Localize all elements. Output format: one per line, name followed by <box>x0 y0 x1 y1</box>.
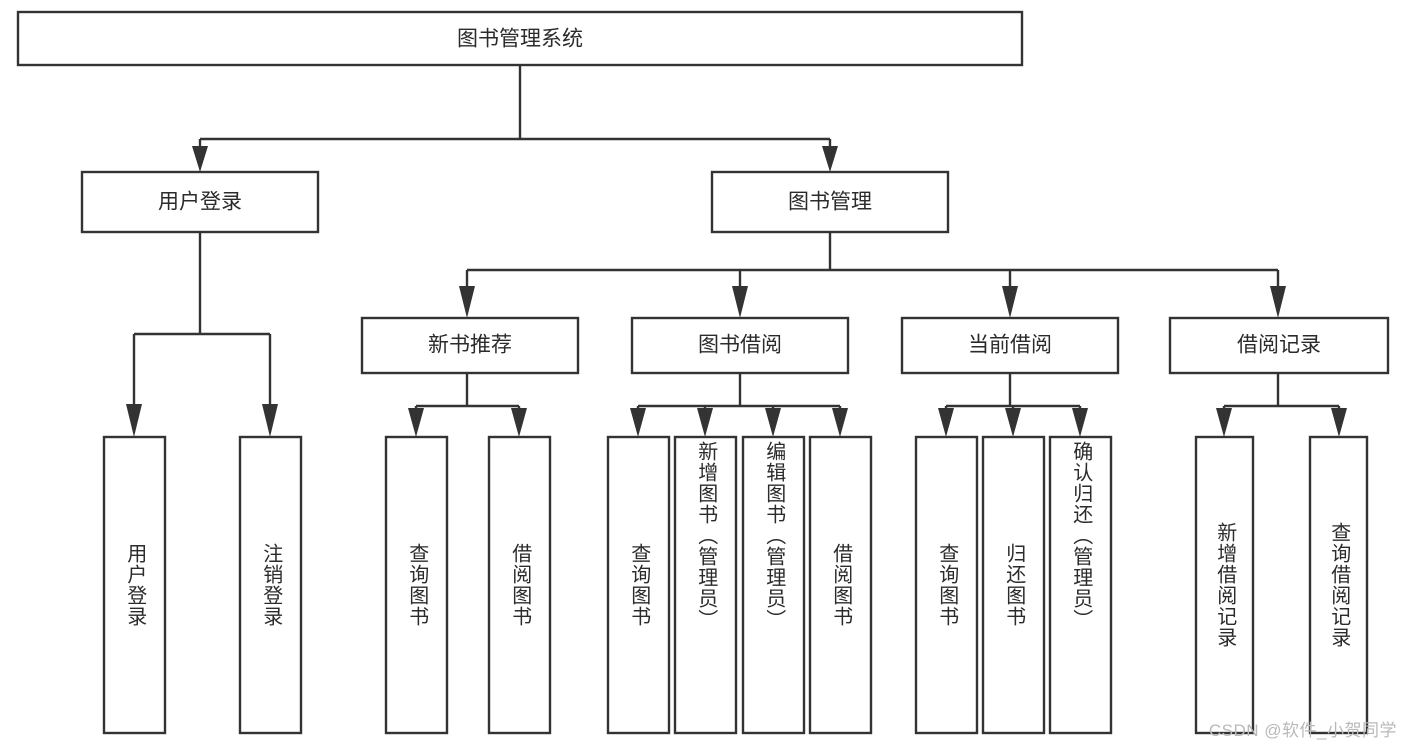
leaf-query-book-2-label-wrap: 查询图书 <box>608 437 669 733</box>
leaf-edit-book-label: 编辑图书（管理员） <box>762 441 785 630</box>
leaf-query-book-3-box[interactable] <box>914 435 979 735</box>
leaf-query-book-2-label: 查询图书 <box>627 543 650 627</box>
leaf-add-book-box[interactable] <box>673 435 738 735</box>
leaf-add-book-label: 新增图书（管理员） <box>694 441 717 630</box>
leaf-borrow-book-1-label-wrap: 借阅图书 <box>489 437 550 733</box>
leaf-user-login-box[interactable] <box>102 435 167 735</box>
leaf-return-book-label-wrap: 归还图书 <box>983 437 1044 733</box>
connector-layer <box>126 65 1347 437</box>
node-user-login-box[interactable] <box>80 170 320 234</box>
node-borrow-record-label: 借阅记录 <box>1237 334 1321 357</box>
leaf-user-login-label-wrap: 用户登录 <box>104 437 165 733</box>
arrowhead-leaf-return-book <box>1005 408 1021 437</box>
leaf-borrow-book-2-box[interactable] <box>808 435 873 735</box>
leaf-query-book-3-label: 查询图书 <box>935 543 958 627</box>
leaf-user-login-label: 用户登录 <box>123 543 146 627</box>
node-current-borrow-label: 当前借阅 <box>968 334 1052 357</box>
arrowhead-leaf-edit-book <box>765 408 781 437</box>
node-current-borrow-box[interactable] <box>900 316 1120 375</box>
leaf-query-book-1-box[interactable] <box>384 435 449 735</box>
arrowhead-leaf-borrow-book-2 <box>832 408 848 437</box>
leaf-add-record-box[interactable] <box>1194 435 1255 735</box>
leaf-return-book-box[interactable] <box>981 435 1046 735</box>
leaf-logout-box[interactable] <box>238 435 303 735</box>
arrowhead-leaf-borrow-book-1 <box>511 408 527 437</box>
leaf-confirm-return-label: 确认归还（管理员） <box>1069 441 1092 630</box>
leaf-add-book-label-wrap: 新增图书（管理员） <box>675 437 736 733</box>
node-book-borrow-box[interactable] <box>630 316 850 375</box>
node-book-management-label: 图书管理 <box>788 191 872 214</box>
node-root-label: 图书管理系统 <box>457 28 583 51</box>
arrowhead-leaf-query-record <box>1331 408 1347 437</box>
node-book-management-box[interactable] <box>710 170 950 234</box>
leaf-confirm-return-label-wrap: 确认归还（管理员） <box>1050 437 1111 733</box>
arrowhead-newbook <box>459 286 475 318</box>
leaf-confirm-return-box[interactable] <box>1048 435 1113 735</box>
arrowhead-leaf-user-login <box>126 404 142 437</box>
leaf-query-book-3-label-wrap: 查询图书 <box>916 437 977 733</box>
arrowhead-leaf-query-book-1 <box>408 408 424 437</box>
csdn-watermark: CSDN @软件_小贺同学 <box>1208 721 1397 740</box>
leaf-query-record-box[interactable] <box>1308 435 1369 735</box>
leaf-query-book-2-box[interactable] <box>606 435 671 735</box>
leaf-return-book-label: 归还图书 <box>1002 543 1025 627</box>
node-book-borrow-label: 图书借阅 <box>698 334 782 357</box>
leaf-borrow-book-1-box[interactable] <box>487 435 552 735</box>
horizontal-label-layer: 图书管理系统 用户登录 图书管理 新书推荐 图书借阅 当前借阅 借阅记录 <box>158 28 1321 357</box>
arrowhead-bookmgmt <box>822 146 838 172</box>
leaf-query-record-label-wrap: 查询借阅记录 <box>1310 437 1367 733</box>
leaf-query-record-label: 查询借阅记录 <box>1327 522 1350 648</box>
arrowhead-leaf-add-record <box>1216 408 1232 437</box>
arrowhead-borrowbook <box>732 286 748 318</box>
arrowhead-borrowrecord <box>1270 286 1286 318</box>
leaf-logout-label: 注销登录 <box>259 543 282 627</box>
node-user-login-label: 用户登录 <box>158 191 242 214</box>
node-borrow-record-box[interactable] <box>1168 316 1390 375</box>
leaf-add-record-label: 新增借阅记录 <box>1213 522 1236 648</box>
arrowhead-userlogin <box>192 146 208 172</box>
node-root-box[interactable] <box>16 10 1024 67</box>
node-box-layer <box>16 10 1390 735</box>
arrowhead-leaf-confirm-return <box>1072 408 1088 437</box>
leaf-edit-book-box[interactable] <box>741 435 806 735</box>
arrowhead-leaf-query-book-3 <box>938 408 954 437</box>
leaf-borrow-book-2-label-wrap: 借阅图书 <box>810 437 871 733</box>
leaf-logout-label-wrap: 注销登录 <box>240 437 301 733</box>
arrowhead-currentborrow <box>1002 286 1018 318</box>
leaf-query-book-1-label-wrap: 查询图书 <box>386 437 447 733</box>
node-new-book-recommend-box[interactable] <box>360 316 580 375</box>
arrowhead-leaf-add-book <box>697 408 713 437</box>
arrowhead-leaf-logout <box>262 404 278 437</box>
arrowhead-leaf-query-book-2 <box>630 408 646 437</box>
leaf-borrow-book-1-label: 借阅图书 <box>508 543 531 627</box>
leaf-add-record-label-wrap: 新增借阅记录 <box>1196 437 1253 733</box>
leaf-edit-book-label-wrap: 编辑图书（管理员） <box>743 437 804 733</box>
leaf-query-book-1-label: 查询图书 <box>405 543 428 627</box>
leaf-borrow-book-2-label: 借阅图书 <box>829 543 852 627</box>
node-new-book-recommend-label: 新书推荐 <box>428 334 512 357</box>
